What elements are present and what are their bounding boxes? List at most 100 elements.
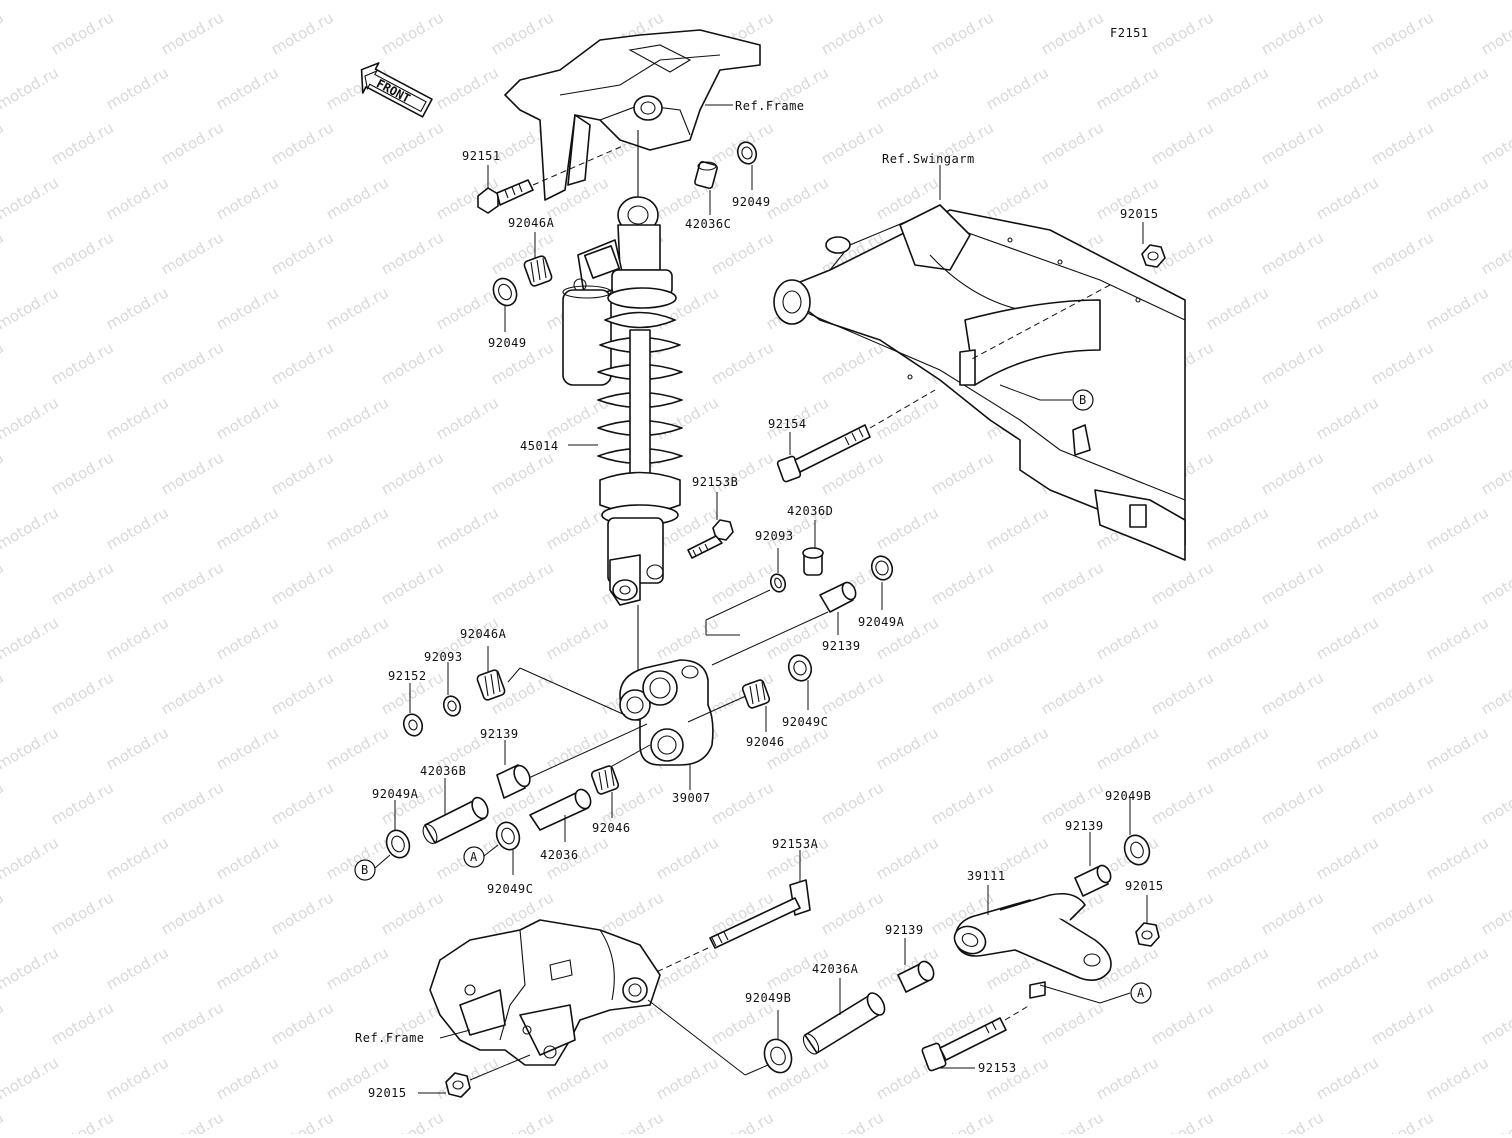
watermark-text: motod.ru [323,613,392,663]
collar-42036A [802,992,886,1055]
ref-frame-bottom: Ref.Frame [355,1031,425,1045]
watermark-text: motod.ru [0,503,62,553]
rocker-39007 [619,659,714,766]
watermark-text: motod.ru [158,8,227,58]
diagram-code: F2151 [1110,26,1149,40]
watermark-text: motod.ru [103,613,172,663]
watermark-text: motod.ru [543,503,612,553]
ref-frame-top: Ref.Frame [735,99,805,113]
watermark-text: motod.ru [103,1053,172,1103]
watermark-text: motod.ru [213,943,282,993]
seal-92049B-top [1123,834,1151,866]
watermark-text: motod.ru [1478,778,1512,828]
frame-bottom-bracket [429,919,661,1066]
bolt-92153A [709,879,811,949]
watermark-text: motod.ru [1368,8,1437,58]
watermark-text: motod.ru [103,283,172,333]
watermark-text: motod.ru [873,833,942,883]
watermark-text: motod.ru [323,0,392,3]
label-92139-left: 92139 [480,727,519,741]
watermark-text: motod.ru [1258,998,1327,1048]
watermark-text: motod.ru [48,668,117,718]
watermark-text: motod.ru [1148,668,1217,718]
watermark-text: motod.ru [1258,8,1327,58]
watermark-text: motod.ru [1478,338,1512,388]
watermark-text: motod.ru [378,558,447,608]
label-42036A: 42036A [812,962,859,976]
label-92046A-top: 92046A [508,216,555,230]
watermark-text: motod.ru [1093,0,1162,3]
label-92153: 92153 [978,1061,1017,1075]
watermark-text: motod.ru [1038,558,1107,608]
seal-92049A-right [870,555,894,581]
watermark-text: motod.ru [0,228,7,278]
callout-b-left: B [361,863,369,877]
watermark-text: motod.ru [873,0,942,3]
label-92153B: 92153B [692,475,738,489]
label-92139-right: 92139 [822,639,861,653]
watermark-text: motod.ru [158,118,227,168]
watermark-text: motod.ru [323,943,392,993]
watermark-text: motod.ru [1258,888,1327,938]
watermark-text: motod.ru [323,283,392,333]
callout-a-left: A [470,850,478,864]
watermark-text: motod.ru [983,503,1052,553]
label-92015-bottom: 92015 [368,1086,407,1100]
watermark-text: motod.ru [928,8,997,58]
watermark-text: motod.ru [1368,448,1437,498]
watermark-text: motod.ru [0,723,62,773]
seal-92049A-left [385,829,411,859]
collar-42036B [422,796,489,844]
watermark-text: motod.ru [1423,173,1492,223]
watermark-text: motod.ru [543,0,612,3]
watermark-text: motod.ru [158,998,227,1048]
label-92152: 92152 [388,669,427,683]
watermark-text: motod.ru [1258,228,1327,278]
watermark-text: motod.ru [873,393,942,443]
watermark-text: motod.ru [103,63,172,113]
tie-rod-39111 [953,892,1112,999]
washer-92152 [402,713,424,737]
watermark-text: motod.ru [1038,1108,1107,1134]
nut-92015-arm [1135,922,1160,947]
label-92093-right: 92093 [755,529,794,543]
watermark-text: motod.ru [1038,118,1107,168]
watermark-text: motod.ru [818,668,887,718]
label-92046-bottom: 92046 [592,821,631,835]
watermark-text: motod.ru [268,1108,337,1134]
watermark-text: motod.ru [103,833,172,883]
watermark-text: motod.ru [488,558,557,608]
watermark-text: motod.ru [488,448,557,498]
watermark-text: motod.ru [48,888,117,938]
watermark-text: motod.ru [653,613,722,663]
watermark-text: motod.ru [158,668,227,718]
label-92139-arm: 92139 [1065,819,1104,833]
watermark-text: motod.ru [1093,723,1162,773]
watermark-text: motod.ru [158,228,227,278]
watermark-text: motod.ru [323,503,392,553]
watermark-text: motod.ru [323,173,392,223]
watermark-text: motod.ru [818,1108,887,1134]
nut-92015-top [1141,244,1166,268]
watermark-text: motod.ru [1313,0,1382,3]
watermark-text: motod.ru [1478,998,1512,1048]
watermark-text: motod.ru [1423,393,1492,443]
washer-92093-left [442,695,462,717]
watermark-text: motod.ru [1258,338,1327,388]
watermark-text: motod.ru [708,448,777,498]
collar-42036D [802,547,824,576]
watermark-text: motod.ru [213,0,282,3]
watermark-text: motod.ru [983,723,1052,773]
watermark-text: motod.ru [1423,1053,1492,1103]
watermark-text: motod.ru [1258,1108,1327,1134]
watermark-text: motod.ru [0,1108,7,1134]
label-92049B-top: 92049B [1105,789,1151,803]
watermark-text: motod.ru [1313,63,1382,113]
watermark-text: motod.ru [433,0,502,3]
label-92049C-bottom: 92049C [487,882,533,896]
watermark-text: motod.ru [48,8,117,58]
watermark-text: motod.ru [213,833,282,883]
watermark-text: motod.ru [1478,118,1512,168]
swingarm [773,204,1186,561]
watermark-text: motod.ru [433,393,502,443]
